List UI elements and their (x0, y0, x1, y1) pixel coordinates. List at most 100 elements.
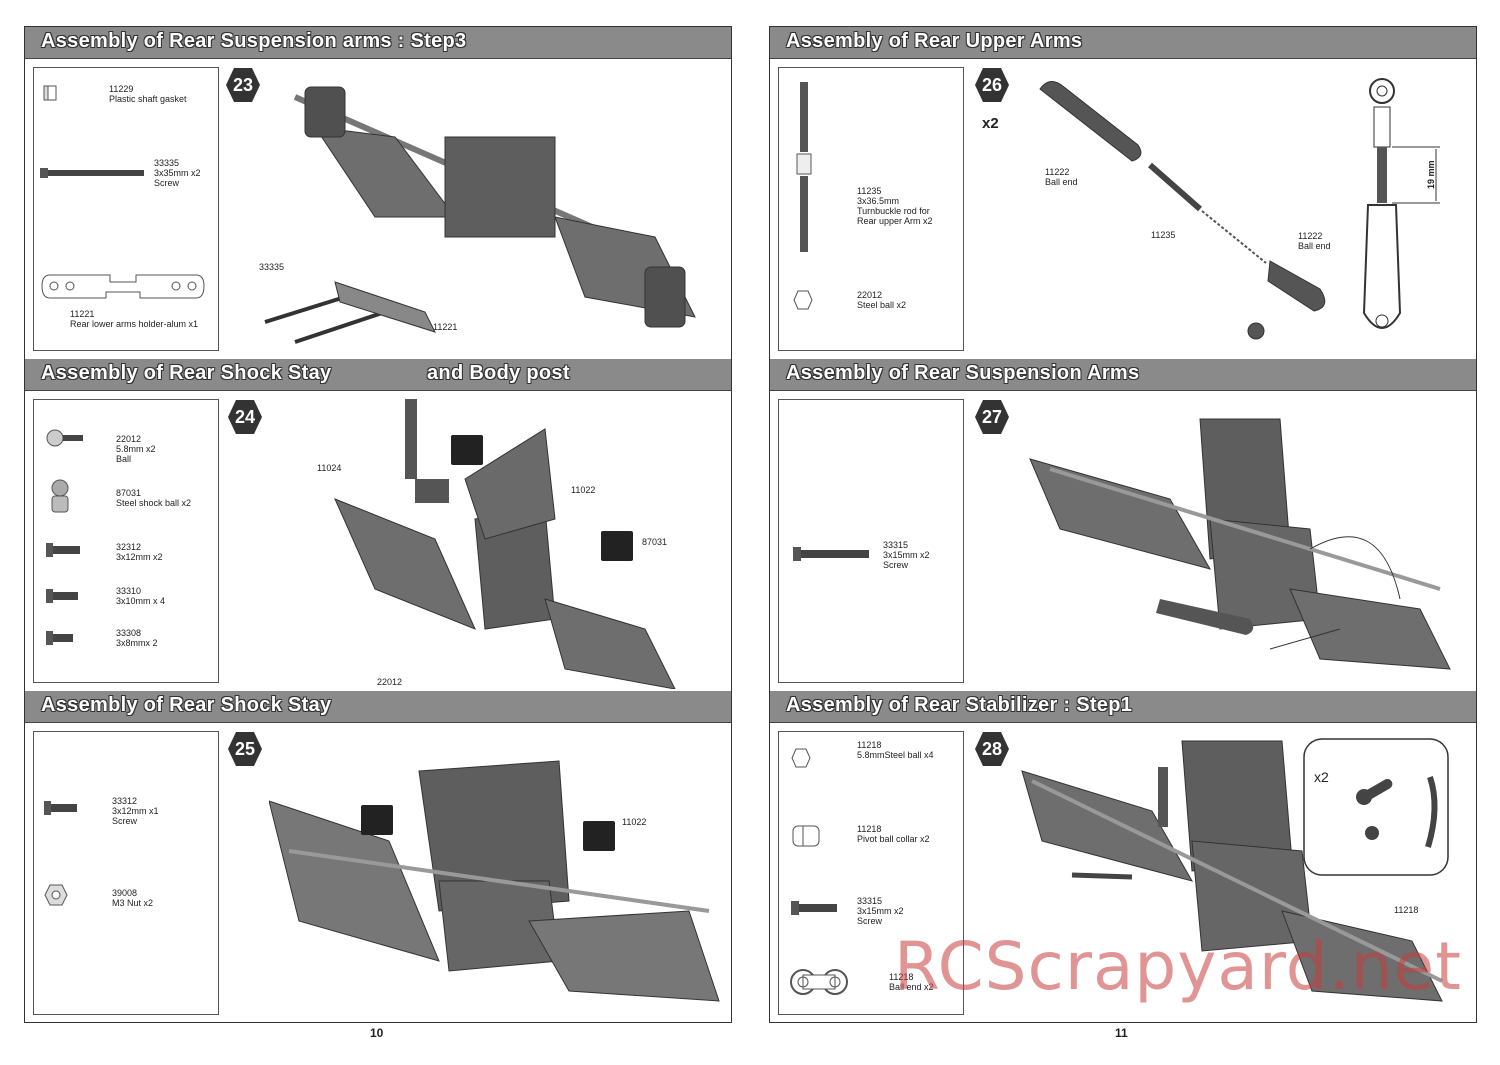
part-code: 33315 (883, 540, 909, 550)
part-item: 33312 3x12mm x1 Screw (112, 796, 159, 826)
step-number: 24 (234, 407, 256, 427)
step-badge: 24 (227, 399, 263, 435)
part-code: 11218 (857, 740, 882, 750)
callout-label: 11222 Ball end (1298, 231, 1331, 251)
step-number: 23 (232, 75, 254, 95)
part-item: 11218 Ball end x2 (889, 972, 934, 992)
manual-page-right: Assembly of Rear Upper Arms 11235 3x36.5… (769, 26, 1477, 1023)
part-item: 33310 3x10mm x 4 (116, 586, 165, 606)
rear-suspension-assembly-drawing (264, 86, 696, 344)
screw-icon (46, 631, 73, 645)
section-header: Assembly of Rear Suspension arms : Step3 (25, 27, 731, 59)
section-rear-stabilizer-step1: Assembly of Rear Stabilizer : Step1 1121… (770, 691, 1476, 1023)
part-item: 33308 3x8mmx 2 (116, 628, 158, 648)
part-desc: 3x15mm x2 (883, 550, 930, 560)
step-number: 28 (981, 739, 1003, 759)
part-code: 33310 (116, 586, 142, 596)
plastic-shaft-gasket-icon (43, 85, 57, 101)
screw-icon (793, 547, 869, 561)
part-item: 11235 3x36.5mm Turnbuckle rod for Rear u… (857, 186, 933, 226)
part-desc: 3x12mm x2 (116, 552, 163, 562)
part-item: 11218 5.8mmSteel ball x4 (857, 740, 934, 760)
part-code: 32312 (116, 542, 142, 552)
section-header: Assembly of Rear Upper Arms (770, 27, 1476, 59)
callout-label: 87031 (642, 537, 668, 547)
part-desc: Pivot ball collar x2 (857, 834, 930, 844)
callout-label: 33335 (259, 262, 285, 272)
callout-code: 11222 (1045, 167, 1070, 177)
step-badge: 28 (974, 731, 1010, 767)
part-code: 22012 (857, 290, 883, 300)
part-item: 33315 3x15mm x2 Screw (883, 540, 930, 570)
section-title: Assembly of Rear Shock Stay (41, 694, 332, 716)
steel-ball-icon (791, 748, 811, 768)
dimension-label: 19 mm (1426, 160, 1436, 189)
part-item: 39008 M3 Nut x2 (112, 888, 153, 908)
manual-page-left: Assembly of Rear Suspension arms : Step3… (24, 26, 732, 1023)
section-title: Assembly of Rear Suspension Arms (786, 362, 1140, 384)
part-desc: Steel shock ball x2 (116, 498, 192, 508)
part-desc: 3x35mm x2 (154, 168, 201, 178)
turnbuckle-rod-icon (796, 82, 812, 252)
part-desc: Screw (154, 178, 180, 188)
screw-icon (40, 168, 144, 178)
part-desc: 3x10mm x 4 (116, 596, 166, 606)
parts-list: 33312 3x12mm x1 Screw 39008 M3 Nut x2 (33, 731, 219, 1015)
callout-label: 11022 (571, 485, 596, 495)
part-item: 11221 Rear lower arms holder-alum x1 (70, 309, 198, 329)
screw-icon (46, 589, 78, 603)
part-item: 11218 Pivot ball collar x2 (857, 824, 930, 844)
section-rear-shock-stay-body-post: Assembly of Rear Shock Stay and Body pos… (25, 359, 731, 691)
parts-list: 11229 Plastic shaft gasket 33335 3x35mm … (33, 67, 219, 351)
parts-list: 22012 5.8mm x2 Ball 87031 Steel shock ba… (33, 399, 219, 683)
part-code: 11221 (70, 309, 95, 319)
step-badge: 26 (974, 67, 1010, 103)
screw-icon (46, 543, 80, 557)
arm-holder-plate-icon (41, 274, 205, 299)
shock-stay-mount-drawing (269, 760, 720, 1002)
page-number: 11 (1115, 1026, 1128, 1040)
part-desc: Turnbuckle rod for (857, 206, 930, 216)
step-badge: 23 (225, 67, 261, 103)
section-rear-suspension-arms-step3: Assembly of Rear Suspension arms : Step3… (25, 27, 731, 359)
quantity-label: x2 (982, 115, 999, 132)
part-code: 87031 (116, 488, 142, 498)
part-code: 11229 (109, 84, 134, 94)
stabilizer-assembly-drawing (1021, 740, 1443, 1002)
section-header: Assembly of Rear Shock Stay and Body pos… (25, 359, 731, 391)
shock-stay-assembly-drawing (334, 399, 676, 689)
step-badge: 25 (227, 731, 263, 767)
part-item: 22012 Steel ball x2 (857, 290, 906, 310)
section-title: Assembly of Rear Stabilizer : Step1 (786, 694, 1133, 716)
section-header: Assembly of Rear Shock Stay (25, 691, 731, 723)
part-desc: 5.8mm x2 (116, 444, 156, 454)
part-item: 87031 Steel shock ball x2 (116, 488, 191, 508)
part-desc: Steel ball x2 (857, 300, 907, 310)
callout-label: 11221 (433, 322, 458, 332)
ball-end-detail-callout (1303, 738, 1449, 876)
step-badge: 27 (974, 399, 1010, 435)
suspension-arms-assembly-drawing (1029, 418, 1451, 670)
part-code: 22012 (116, 434, 142, 444)
parts-list: 11218 5.8mmSteel ball x4 11218 Pivot bal… (778, 731, 964, 1015)
upper-arm-dimension-drawing (1362, 78, 1440, 329)
part-code: 11235 (857, 186, 882, 196)
shock-ball-icon (51, 479, 69, 513)
part-desc: Rear lower arms holder-alum x1 (70, 319, 199, 329)
ball-icon (46, 429, 83, 447)
part-code: 33315 (857, 896, 883, 906)
part-code: 33335 (154, 158, 180, 168)
ball-end-icon (790, 969, 848, 995)
section-header: Assembly of Rear Stabilizer : Step1 (770, 691, 1476, 723)
part-item: 33335 3x35mm x2 Screw (154, 158, 201, 188)
part-desc: Screw (883, 560, 909, 570)
part-code: 39008 (112, 888, 138, 898)
part-desc: Ball end x2 (889, 982, 934, 992)
step-number: 25 (234, 739, 256, 759)
step-number: 27 (981, 407, 1003, 427)
section-title: Assembly of Rear Upper Arms (786, 30, 1083, 52)
step-number: 26 (981, 75, 1003, 95)
part-desc: Plastic shaft gasket (109, 94, 187, 104)
part-item: 32312 3x12mm x2 (116, 542, 163, 562)
part-code: 11218 (889, 972, 914, 982)
